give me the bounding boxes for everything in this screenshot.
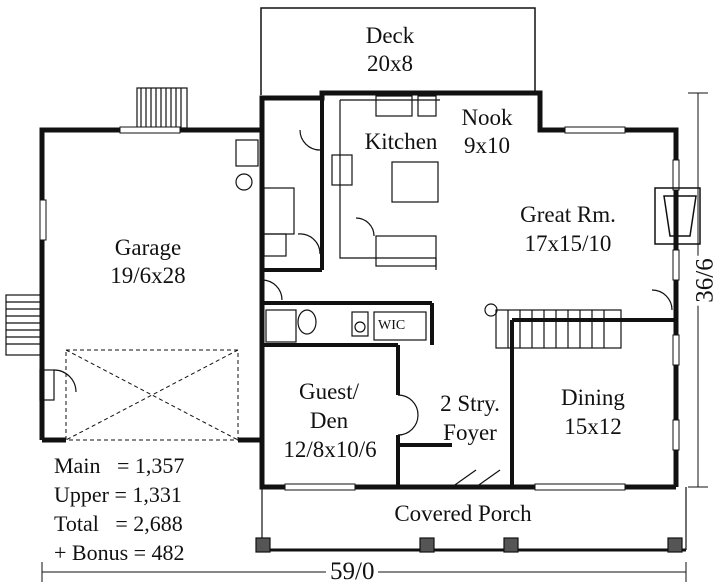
area-bonus: + Bonus = 482 bbox=[54, 540, 185, 565]
covered-porch-label: Covered Porch bbox=[394, 501, 532, 526]
garage-label: Garage bbox=[114, 235, 182, 260]
doors bbox=[397, 289, 673, 488]
main-stairs bbox=[484, 303, 622, 349]
area-upper: Upper = 1,331 bbox=[54, 482, 182, 507]
area-main: Main = 1,357 bbox=[54, 453, 185, 478]
fireplace bbox=[654, 187, 701, 245]
great-room-dimensions: 17x15/10 bbox=[524, 231, 612, 256]
overall-depth-label: 36/6 bbox=[692, 255, 719, 306]
kitchen-fixtures bbox=[331, 95, 440, 270]
deck-stairs bbox=[136, 87, 188, 129]
area-total: Total = 2,688 bbox=[54, 511, 183, 536]
nook-dimensions: 9x10 bbox=[464, 133, 510, 158]
laundry-fixtures bbox=[235, 129, 321, 301]
overall-width-label: 59/0 bbox=[326, 559, 379, 584]
wic-label: WIC bbox=[378, 318, 406, 333]
guest-den-dimensions: 12/8x10/6 bbox=[283, 437, 377, 462]
bath-fixtures bbox=[265, 309, 427, 343]
guest-den-label-line2: Den bbox=[309, 408, 349, 433]
guest-den-label: Guest/ bbox=[298, 379, 360, 404]
foyer-label-line2: Foyer bbox=[443, 420, 497, 445]
kitchen-label: Kitchen bbox=[364, 129, 438, 154]
deck-dimensions: 20x8 bbox=[367, 51, 413, 76]
deck-outline bbox=[260, 7, 536, 95]
dining-dimensions: 15x12 bbox=[564, 414, 622, 439]
porch bbox=[255, 487, 687, 553]
dining-label: Dining bbox=[561, 385, 625, 410]
garage-side-stairs bbox=[5, 294, 77, 401]
garage-dimensions: 19/6x28 bbox=[110, 263, 186, 288]
great-room-label: Great Rm. bbox=[520, 202, 616, 227]
deck-label: Deck bbox=[365, 23, 415, 48]
windows bbox=[39, 126, 680, 491]
garage-door bbox=[65, 349, 239, 441]
nook-label: Nook bbox=[461, 105, 513, 130]
foyer-label: 2 Stry. bbox=[440, 391, 500, 416]
